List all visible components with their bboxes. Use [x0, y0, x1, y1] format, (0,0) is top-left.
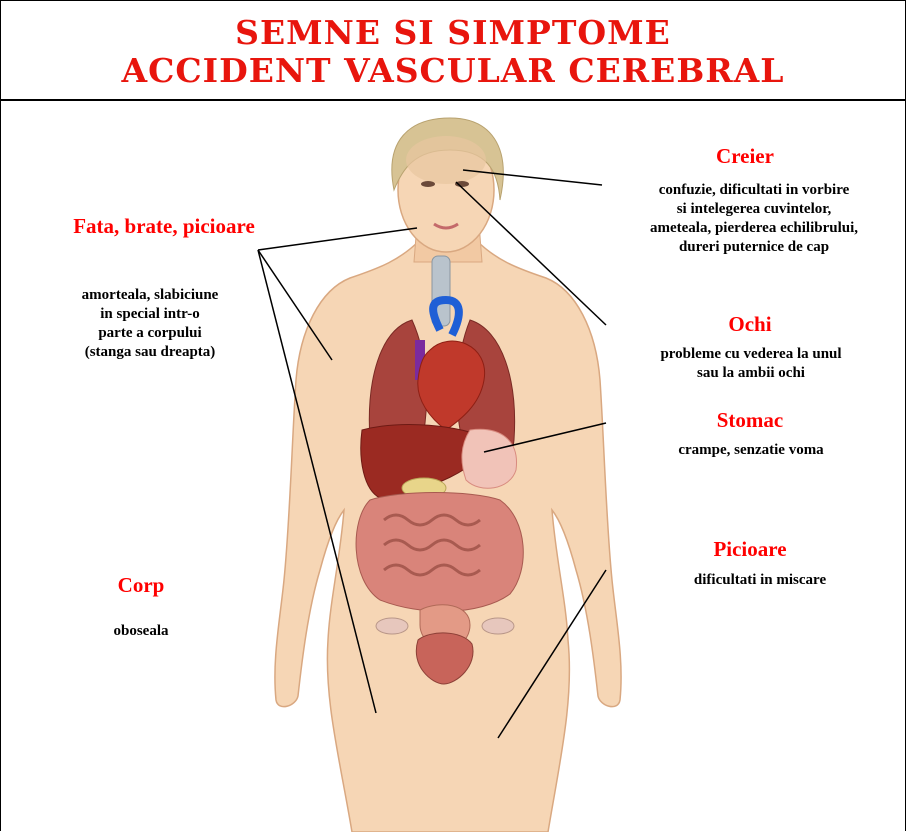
- desc-creier-line-1: confuzie, dificultati in vorbire: [606, 181, 902, 200]
- desc-fata-line-3: parte a corpului: [50, 324, 250, 343]
- desc-picioare: dificultati in miscare: [640, 571, 880, 590]
- desc-ochi-line-1: probleme cu vederea la unul: [620, 345, 882, 364]
- desc-fata: amorteala, slabiciune in special intr-o …: [50, 286, 250, 362]
- right-ovary: [482, 618, 514, 634]
- desc-ochi-line-2: sau la ambii ochi: [620, 364, 882, 383]
- desc-stomac: crampe, senzatie voma: [640, 441, 862, 460]
- desc-corp-line-1: oboseala: [86, 622, 196, 641]
- heading-creier: Creier: [690, 144, 800, 169]
- heading-ochi: Ochi: [700, 312, 800, 337]
- brain: [406, 136, 486, 184]
- heading-fata: Fata, brate, picioare: [34, 214, 294, 239]
- desc-fata-line-1: amorteala, slabiciune: [50, 286, 250, 305]
- desc-creier: confuzie, dificultati in vorbire si inte…: [606, 181, 902, 257]
- desc-creier-line-4: dureri puternice de cap: [606, 238, 902, 257]
- heading-stomac: Stomac: [690, 408, 810, 433]
- heading-picioare: Picioare: [680, 537, 820, 562]
- desc-fata-line-4: (stanga sau dreapta): [50, 343, 250, 362]
- left-eye: [421, 181, 435, 187]
- desc-fata-line-2: in special intr-o: [50, 305, 250, 324]
- intestines: [356, 493, 523, 612]
- desc-ochi: probleme cu vederea la unul sau la ambii…: [620, 345, 882, 383]
- desc-picioare-line-1: dificultati in miscare: [640, 571, 880, 590]
- desc-creier-line-2: si intelegerea cuvintelor,: [606, 200, 902, 219]
- desc-stomac-line-1: crampe, senzatie voma: [640, 441, 862, 460]
- desc-corp: oboseala: [86, 622, 196, 641]
- heading-corp: Corp: [96, 573, 186, 598]
- left-ovary: [376, 618, 408, 634]
- desc-creier-line-3: ameteala, pierderea echilibrului,: [606, 219, 902, 238]
